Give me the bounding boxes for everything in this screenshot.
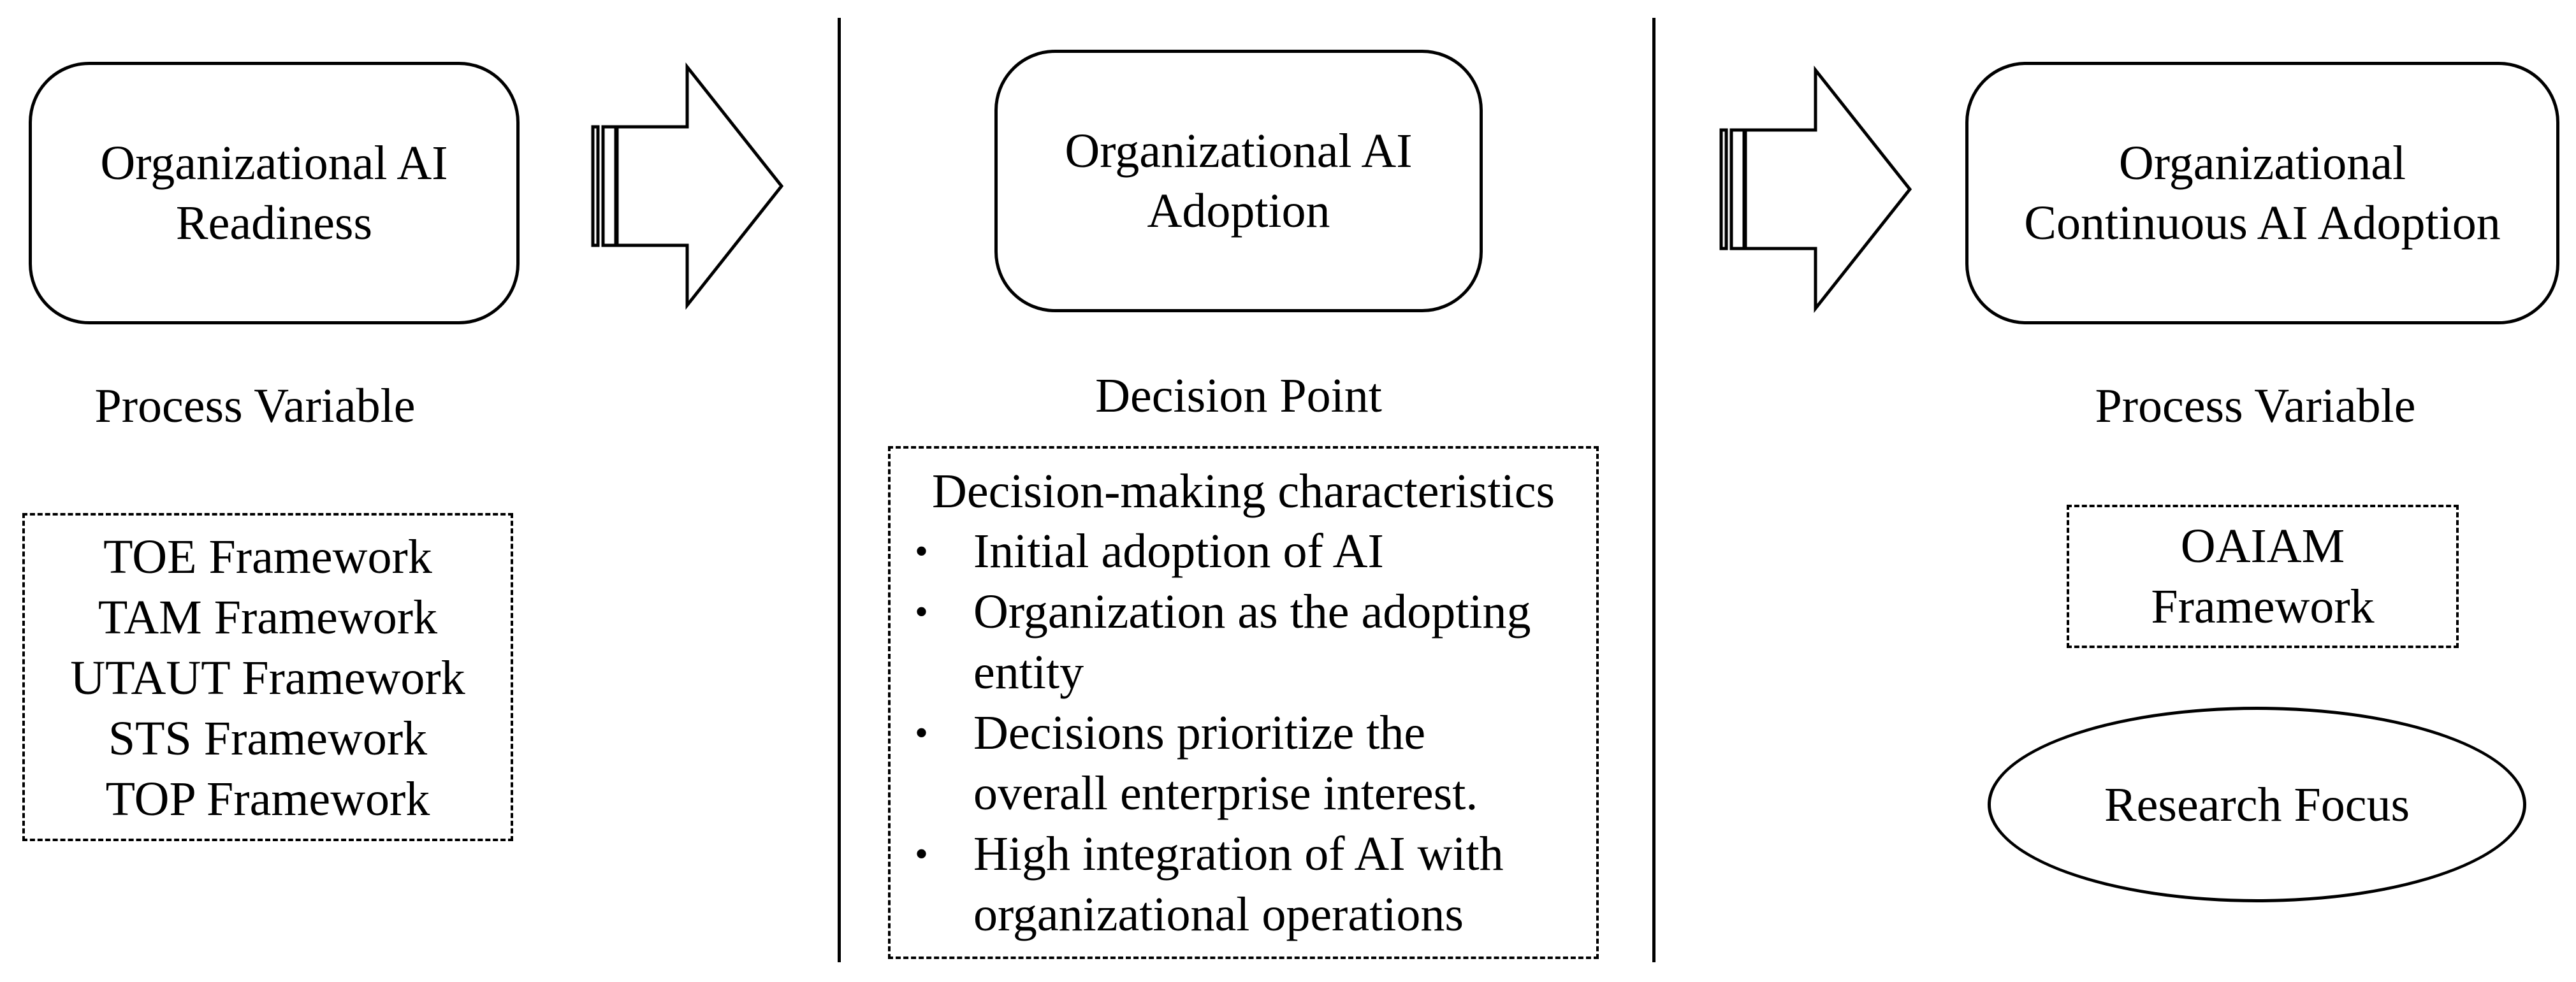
adoption-box-line-1: Organizational AI bbox=[1065, 124, 1413, 178]
list-item: • High integration of AI with organizati… bbox=[891, 824, 1596, 945]
arrow-stripe bbox=[1729, 128, 1746, 250]
list-item-line: Initial adoption of AI bbox=[973, 524, 1384, 578]
adoption-box-line-2: Adoption bbox=[1147, 184, 1330, 238]
research-focus-label: Research Focus bbox=[2104, 777, 2410, 832]
flow-arrow-2 bbox=[1719, 65, 1912, 314]
bullet-icon: • bbox=[915, 530, 929, 572]
list-item-line: Organization as the adopting bbox=[973, 585, 1531, 639]
readiness-box: Organizational AI Readiness bbox=[29, 62, 520, 324]
continuous-box-line-2: Continuous AI Adoption bbox=[2024, 196, 2501, 250]
readiness-caption: Process Variable bbox=[94, 379, 416, 433]
bullet-icon: • bbox=[915, 591, 929, 633]
list-item-line: entity bbox=[973, 646, 1084, 699]
list-item-line: organizational operations bbox=[973, 888, 1464, 941]
readiness-box-line-2: Readiness bbox=[175, 196, 373, 250]
list-item-line: High integration of AI with bbox=[973, 827, 1504, 881]
list-item-line: overall enterprise interest. bbox=[973, 767, 1478, 820]
oaiam-line-2: Framework bbox=[2151, 579, 2375, 633]
framework-list: TOE Framework TAM Framework UTAUT Framew… bbox=[25, 516, 511, 830]
arrow-stripe bbox=[1719, 128, 1728, 250]
bullet-icon: • bbox=[915, 712, 929, 754]
oaiam-framework-box: OAIAM Framework bbox=[2067, 505, 2459, 648]
characteristics-box: Decision-making characteristics • Initia… bbox=[888, 446, 1599, 959]
adoption-box: Organizational AI Adoption bbox=[994, 50, 1483, 312]
flow-arrow-1 bbox=[591, 62, 784, 310]
list-item: • Initial adoption of AI bbox=[891, 521, 1596, 582]
characteristics-list: • Initial adoption of AI • Organization … bbox=[891, 521, 1596, 945]
oaiam-line-1: OAIAM bbox=[2180, 519, 2345, 573]
readiness-box-line-1: Organizational AI bbox=[100, 136, 448, 190]
continuous-box-line-1: Organizational bbox=[2118, 136, 2406, 190]
characteristics-heading: Decision-making characteristics bbox=[931, 465, 1555, 518]
arrow-head bbox=[1743, 65, 1912, 314]
research-focus-ellipse: Research Focus bbox=[1988, 707, 2526, 902]
framework-item: TAM Framework bbox=[98, 591, 438, 644]
continuous-adoption-box: Organizational Continuous AI Adoption bbox=[1965, 62, 2559, 324]
arrow-stripe bbox=[601, 125, 618, 247]
list-item-line: Decisions prioritize the bbox=[973, 706, 1426, 760]
framework-item: STS Framework bbox=[108, 712, 428, 765]
list-item: • Decisions prioritize the overall enter… bbox=[891, 703, 1596, 824]
divider-right bbox=[1652, 18, 1655, 962]
divider-left bbox=[838, 18, 841, 962]
arrow-stripe bbox=[591, 125, 600, 247]
continuous-caption: Process Variable bbox=[2095, 379, 2416, 433]
adoption-caption: Decision Point bbox=[1095, 369, 1382, 422]
framework-item: UTAUT Framework bbox=[70, 651, 465, 705]
list-item: • Organization as the adopting entity bbox=[891, 582, 1596, 703]
bullet-icon: • bbox=[915, 833, 929, 875]
framework-item: TOE Framework bbox=[103, 530, 432, 584]
readiness-frameworks-box: TOE Framework TAM Framework UTAUT Framew… bbox=[22, 513, 513, 841]
framework-item: TOP Framework bbox=[105, 772, 430, 826]
arrow-head bbox=[615, 62, 784, 310]
